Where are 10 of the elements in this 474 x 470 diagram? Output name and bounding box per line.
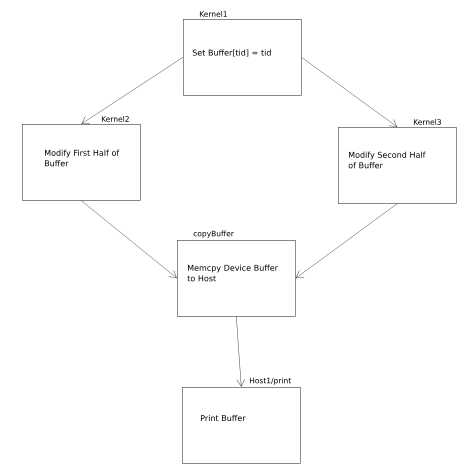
arrow [301, 57, 398, 127]
arrow [236, 316, 245, 387]
box-text: Modify First Half of Buffer [45, 150, 120, 166]
box-text: Memcpy Device Buffer to Host [187, 264, 278, 282]
arrow [296, 203, 398, 278]
box-text: Modify Second Half of Buffer [348, 152, 426, 168]
arrow [81, 200, 177, 278]
arrow [81, 57, 184, 124]
box-text: Set Buffer[tid] = tid [192, 49, 271, 57]
box-text: Print Buffer [201, 414, 246, 422]
